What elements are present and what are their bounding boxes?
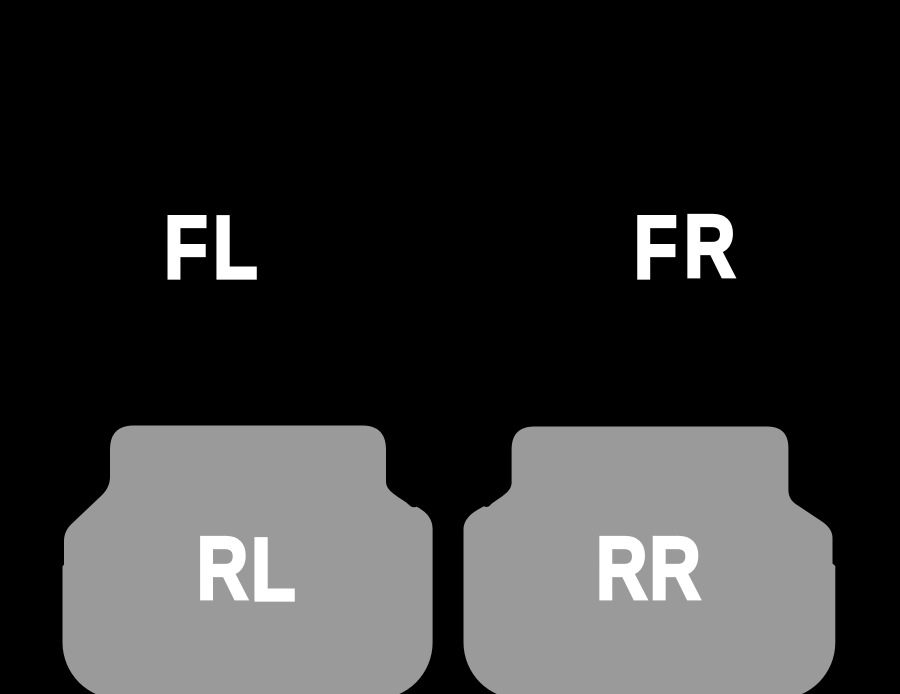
svg-text:R: R [197, 519, 249, 618]
svg-text:F: F [634, 199, 678, 298]
svg-text:R: R [596, 519, 648, 618]
svg-text:R: R [649, 519, 701, 618]
svg-text:F: F [164, 199, 208, 298]
svg-text:L: L [213, 198, 258, 298]
svg-text:R: R [684, 198, 736, 297]
svg-text:L: L [251, 520, 296, 620]
